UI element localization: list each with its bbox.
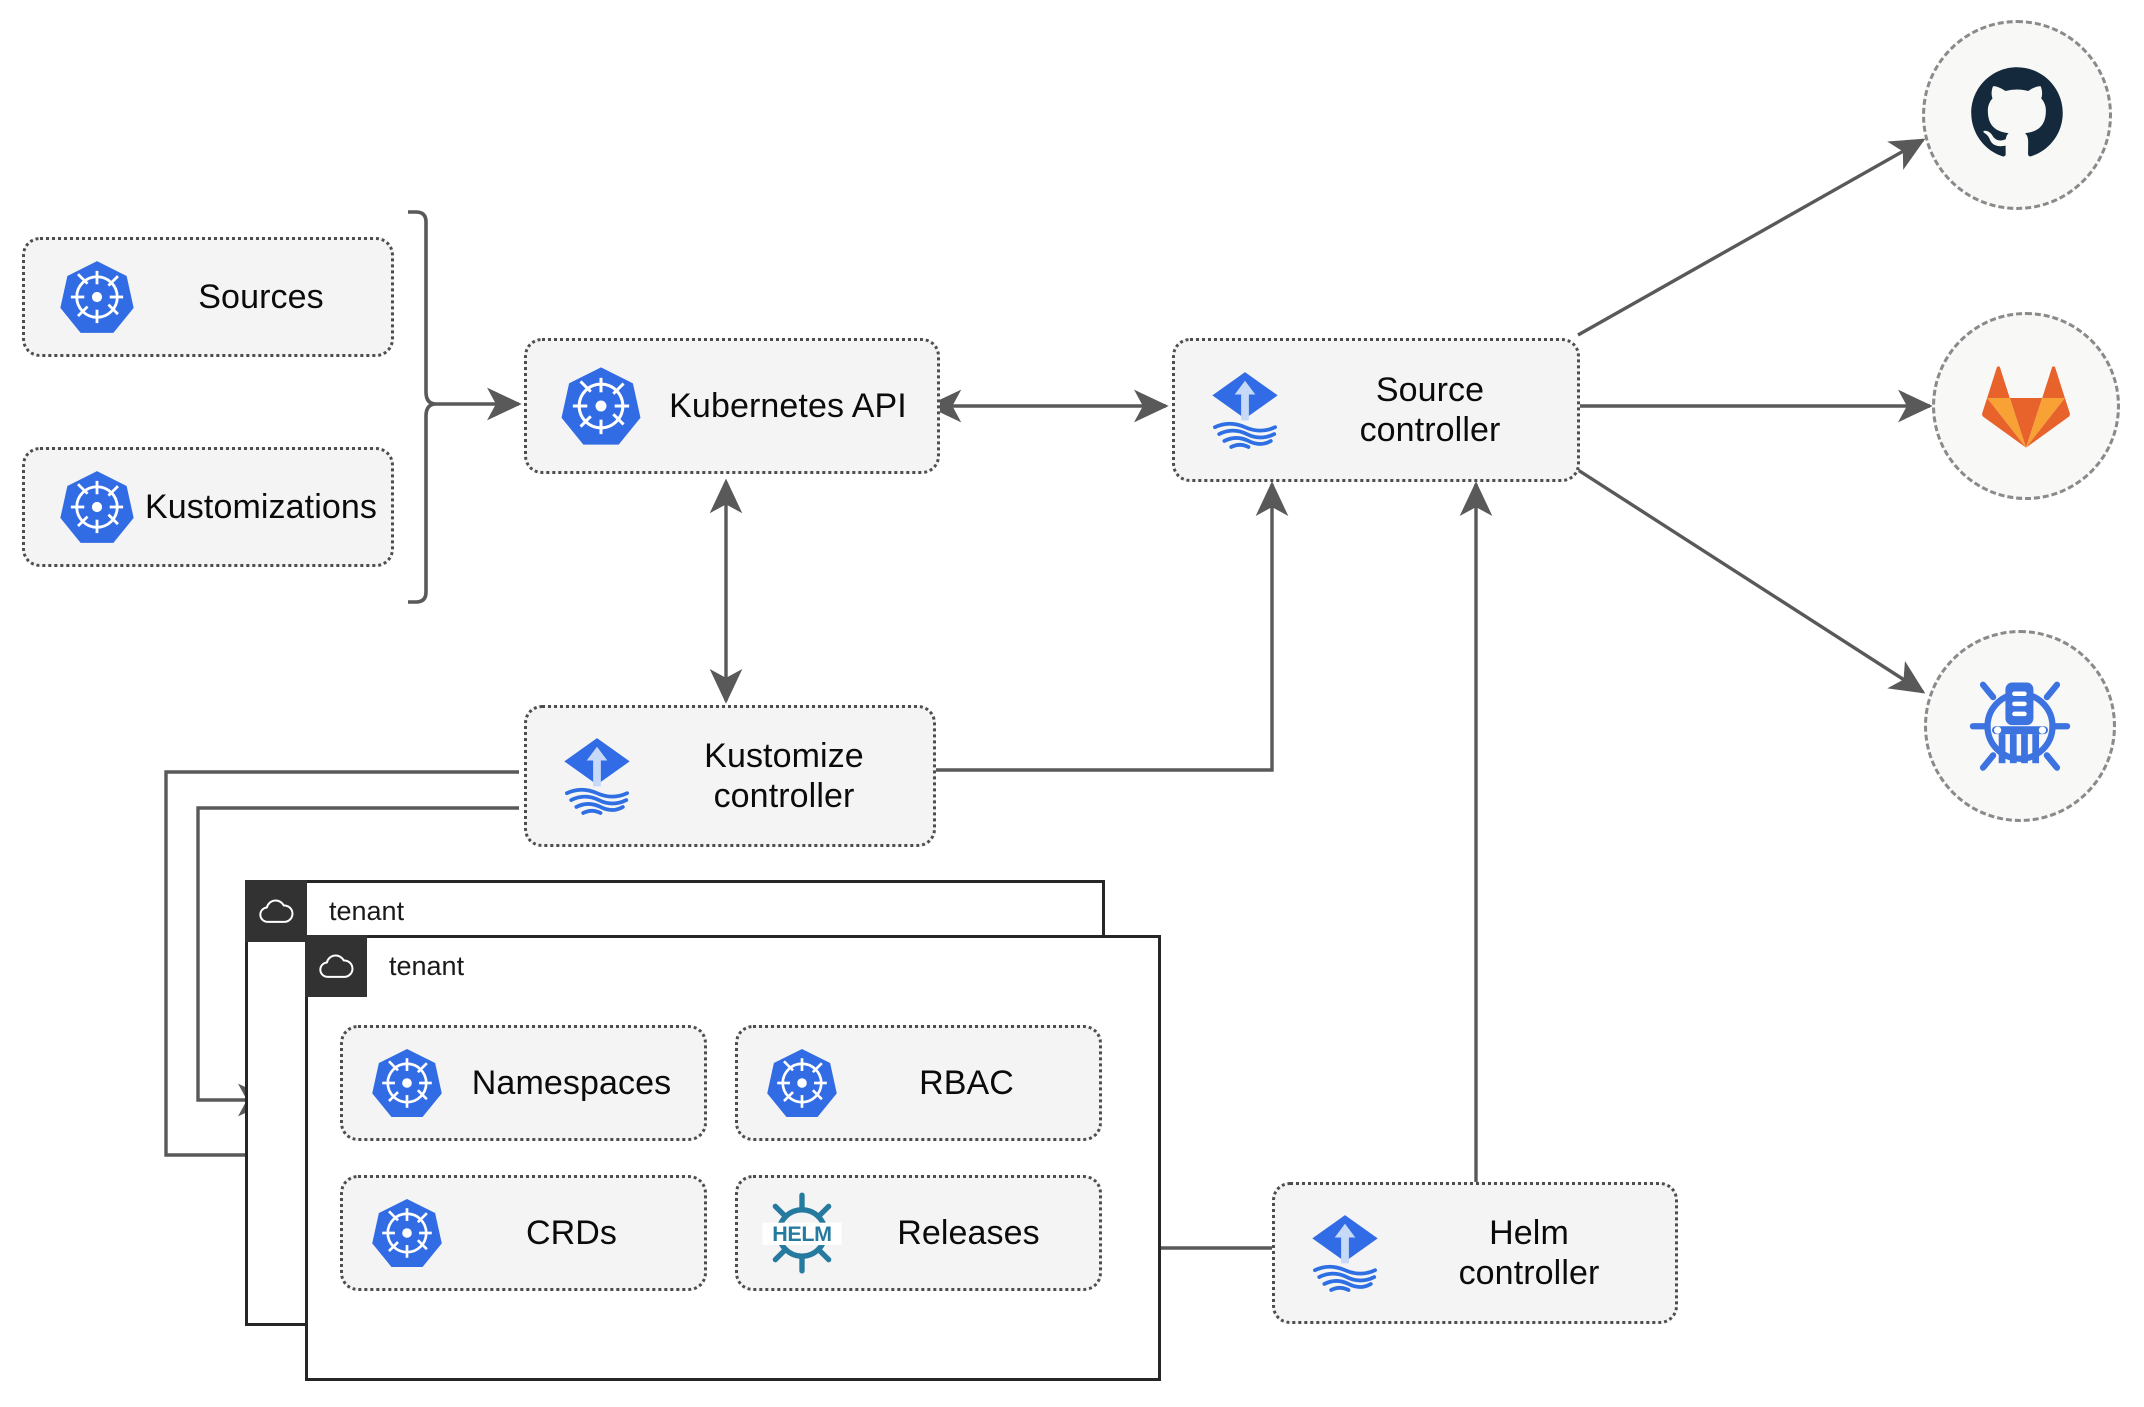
node-crds[interactable]: CRDs — [340, 1175, 707, 1291]
tenant-label: tenant — [389, 950, 465, 981]
wire-source-to-helmrepo — [1577, 468, 1926, 694]
flux-icon — [1293, 1210, 1397, 1296]
tenant-label: tenant — [329, 895, 405, 926]
node-kustomize-controller[interactable]: Kustomize controller — [524, 705, 936, 847]
node-label: Sources — [198, 277, 324, 316]
source-gitlab[interactable] — [1932, 312, 2120, 500]
node-label: Kustomizations — [145, 487, 377, 526]
svg-text:HELM: HELM — [772, 1222, 832, 1246]
node-label: CRDs — [525, 1213, 618, 1252]
tenant-inner-header: tenant — [305, 935, 464, 997]
tenant-inner[interactable]: tenant — [305, 935, 1161, 1381]
resources-bracket — [408, 210, 437, 604]
node-rbac[interactable]: RBAC — [735, 1025, 1102, 1141]
node-label: Source controller — [1297, 370, 1577, 450]
node-label: Kubernetes API — [669, 386, 907, 425]
kubernetes-icon — [549, 364, 653, 448]
wire-kustomize-to-source — [936, 481, 1289, 772]
node-label-line1: Helm — [1489, 1213, 1569, 1252]
kubernetes-icon — [361, 1196, 453, 1270]
flux-icon — [545, 733, 649, 819]
github-icon — [1965, 61, 2069, 170]
cloud-icon — [245, 880, 307, 942]
node-label-line1: Kustomize — [704, 736, 864, 775]
node-namespaces[interactable]: Namespaces — [340, 1025, 707, 1141]
tenant-outer-header: tenant — [245, 880, 404, 942]
kubernetes-icon — [49, 258, 145, 336]
node-label-line2: controller — [713, 777, 855, 815]
gitlab-icon — [1974, 352, 2078, 461]
kubernetes-icon — [49, 468, 145, 546]
node-helm-controller[interactable]: Helm controller — [1272, 1182, 1678, 1324]
node-label: Kustomize controller — [649, 736, 933, 816]
source-helm-repository[interactable] — [1924, 630, 2116, 822]
cloud-icon — [305, 935, 367, 997]
kubernetes-icon — [756, 1046, 848, 1120]
chartmuseum-icon — [1964, 668, 2076, 785]
node-kubernetes-api[interactable]: Kubernetes API — [524, 338, 940, 474]
node-kustomizations[interactable]: Kustomizations — [22, 447, 394, 567]
node-label: Namespaces — [471, 1063, 672, 1102]
wire-source-to-github — [1577, 138, 1926, 337]
source-github[interactable] — [1922, 20, 2112, 210]
node-label: RBAC — [919, 1063, 1014, 1102]
helm-icon: HELM — [752, 1190, 852, 1276]
node-label: Releases — [897, 1213, 1040, 1252]
node-label-line2: controller — [1359, 411, 1501, 449]
node-label: Helm controller — [1397, 1213, 1675, 1293]
node-source-controller[interactable]: Source controller — [1172, 338, 1580, 482]
node-label-line2: controller — [1458, 1254, 1600, 1292]
flux-icon — [1193, 367, 1297, 453]
node-label-line1: Source — [1375, 370, 1485, 409]
node-releases[interactable]: HELM Releases — [735, 1175, 1102, 1291]
node-sources[interactable]: Sources — [22, 237, 394, 357]
kubernetes-icon — [361, 1046, 453, 1120]
